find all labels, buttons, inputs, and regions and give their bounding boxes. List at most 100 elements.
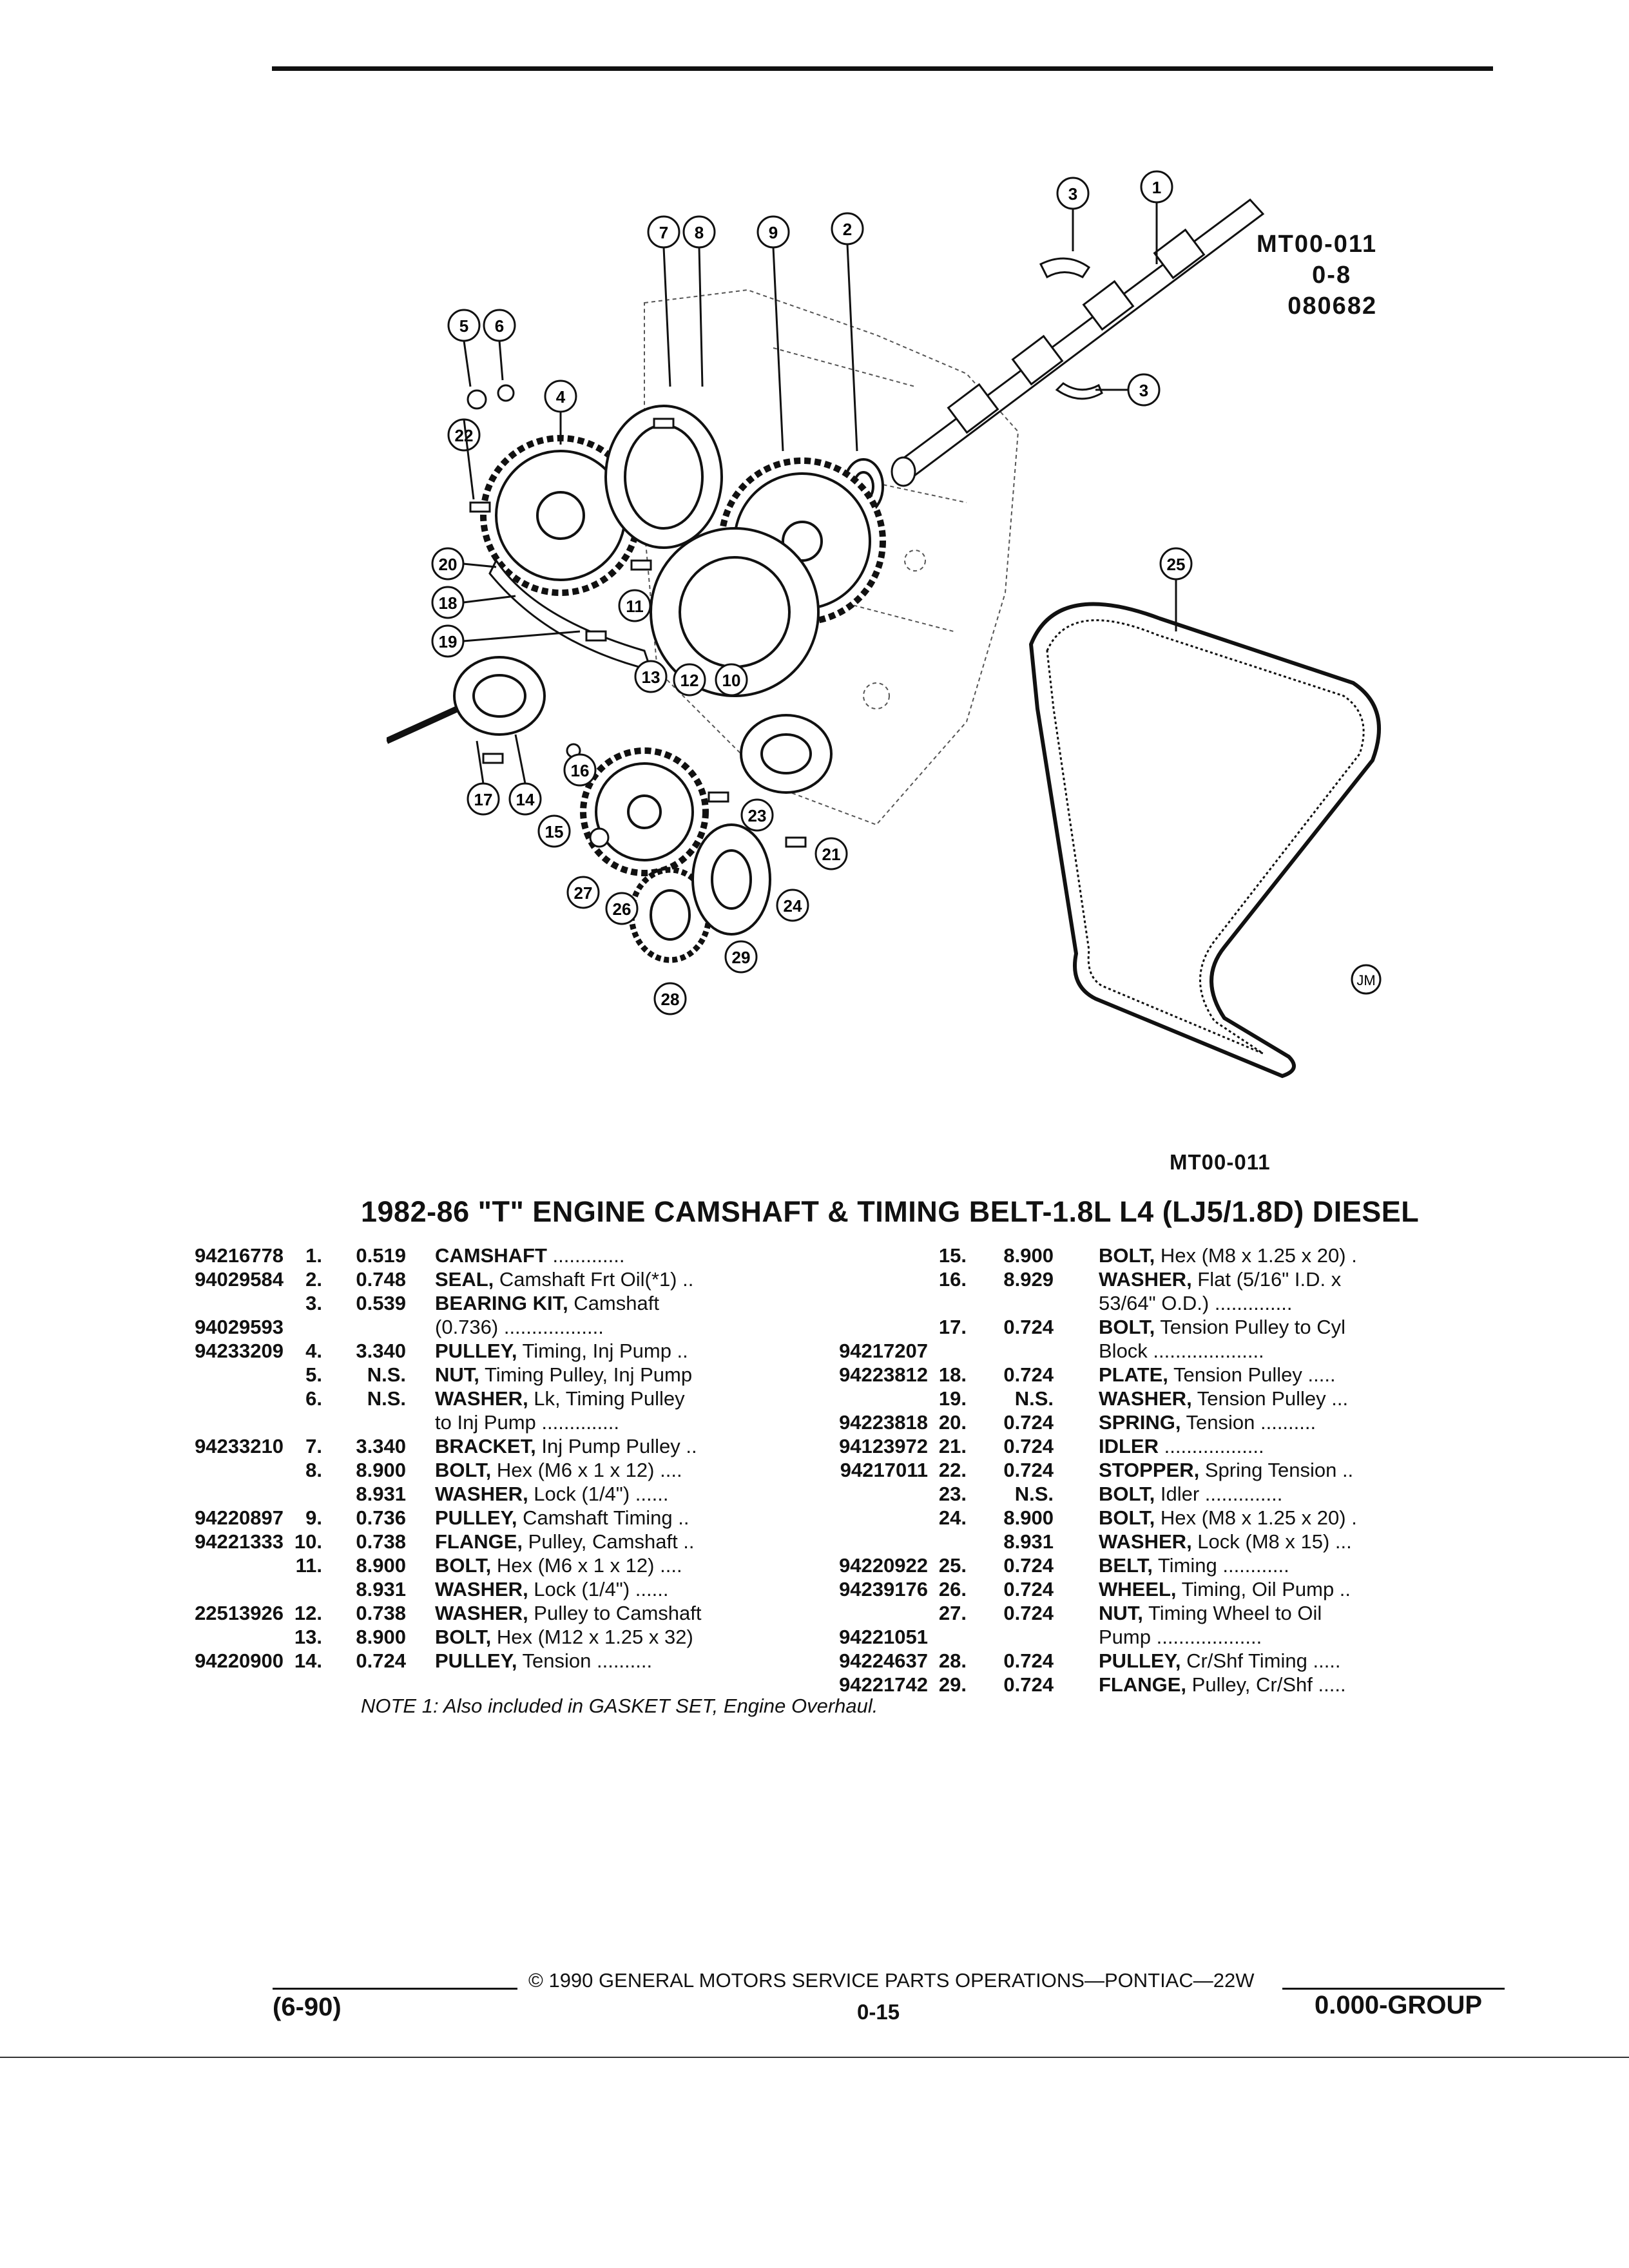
- item-number: 21.: [938, 1435, 967, 1457]
- part-description: PULLEY, Camshaft Timing ..: [435, 1506, 689, 1530]
- callout-27: [566, 876, 600, 909]
- item-number: 16.: [938, 1268, 967, 1291]
- part-name: BEARING KIT,: [435, 1292, 568, 1314]
- item-number: 28.: [938, 1649, 967, 1672]
- callout-11: [618, 589, 651, 622]
- item-number: 25.: [938, 1554, 967, 1577]
- callout-11-label: 11: [626, 597, 644, 616]
- item-number: 20.: [938, 1411, 967, 1434]
- part-description: BELT, Timing ............: [1099, 1553, 1289, 1577]
- item-number: 19.: [938, 1387, 967, 1410]
- part-detail: Pulley to Camshaft: [528, 1602, 702, 1624]
- part-number: 94029584: [195, 1268, 284, 1291]
- group-code: 0.724: [1003, 1649, 1054, 1672]
- part-detail: Timing, Inj Pump ..: [517, 1340, 688, 1362]
- part-description: NUT, Timing Wheel to Oil: [1099, 1601, 1322, 1625]
- part-name: WASHER,: [435, 1578, 528, 1600]
- part-description: to Inj Pump ..............: [435, 1410, 619, 1434]
- callout-23-label: 23: [748, 806, 767, 825]
- part-detail: Pulley, Cr/Shf .....: [1186, 1673, 1346, 1696]
- group-code: 8.900: [356, 1626, 406, 1648]
- oil-pump-wheel: [580, 747, 709, 876]
- part-detail: Hex (M8 x 1.25 x 20) .: [1155, 1244, 1357, 1267]
- callout-28-label: 28: [661, 990, 680, 1009]
- timing-belt: [1028, 602, 1381, 1079]
- part-number: 22513926: [195, 1602, 284, 1624]
- part-detail: Lock (M8 x 15) ...: [1191, 1530, 1352, 1553]
- part-detail: Block ....................: [1099, 1340, 1264, 1362]
- part-name: PULLEY,: [1099, 1649, 1181, 1672]
- callout-2-label: 2: [843, 220, 852, 239]
- callout-29-label: 29: [732, 948, 751, 967]
- group-code: 8.900: [1003, 1244, 1054, 1267]
- figure-code-block: MT00-011 0-8 080682: [1257, 229, 1377, 322]
- part-number: 94221742: [839, 1673, 928, 1696]
- top-rule: [272, 66, 1493, 71]
- group-code: 0.724: [1003, 1459, 1054, 1481]
- item-number: 5.: [305, 1363, 322, 1386]
- callout-10: [715, 663, 748, 697]
- part-detail: Tension Pulley to Cyl: [1155, 1316, 1346, 1338]
- callout-15: [537, 814, 571, 848]
- part-name: NUT,: [1099, 1602, 1143, 1624]
- group-code: 8.900: [356, 1554, 406, 1577]
- part-detail: Spring Tension ..: [1199, 1459, 1354, 1481]
- item-number: 6.: [305, 1387, 322, 1410]
- group-code: N.S.: [1014, 1483, 1054, 1505]
- part-detail: Tension Pulley ...: [1191, 1387, 1349, 1410]
- part-description: CAMSHAFT .............: [435, 1244, 625, 1267]
- part-name: PULLEY,: [435, 1506, 517, 1529]
- part-description: BOLT, Hex (M8 x 1.25 x 20) .: [1099, 1506, 1357, 1530]
- part-name: SPRING,: [1099, 1411, 1181, 1434]
- part-number: 94221333: [195, 1530, 284, 1553]
- part-description: FLANGE, Pulley, Camshaft ..: [435, 1530, 695, 1553]
- callout-22-label: 22: [455, 426, 474, 445]
- part-number: 94233209: [195, 1340, 284, 1362]
- part-number: 94220897: [195, 1506, 284, 1529]
- part-description: PULLEY, Timing, Inj Pump ..: [435, 1339, 688, 1363]
- part-name: WASHER,: [435, 1387, 528, 1410]
- page-number: 0-15: [857, 2000, 900, 2024]
- part-name: BOLT,: [1099, 1316, 1155, 1338]
- callout-4-label: 4: [556, 387, 566, 407]
- part-name: WASHER,: [1099, 1268, 1192, 1291]
- part-description: WASHER, Lock (1/4") ......: [435, 1577, 668, 1601]
- part-description: FLANGE, Pulley, Cr/Shf .....: [1099, 1673, 1346, 1696]
- callout-15-label: 15: [545, 822, 564, 841]
- camshaft: [891, 198, 1265, 487]
- figure-code-line-2: 0-8: [1312, 262, 1352, 289]
- camshaft-flange: [650, 527, 820, 697]
- part-detail: Hex (M8 x 1.25 x 20) .: [1155, 1506, 1357, 1529]
- callout-16: [563, 753, 597, 787]
- bearing-shell-upper: [1039, 257, 1091, 279]
- part-description: WHEEL, Timing, Oil Pump ..: [1099, 1577, 1351, 1601]
- item-number: 13.: [294, 1626, 322, 1648]
- callout-18-label: 18: [439, 593, 458, 613]
- copyright: © 1990 GENERAL MOTORS SERVICE PARTS OPER…: [528, 1969, 1255, 1992]
- part-description: BOLT, Hex (M6 x 1 x 12) ....: [435, 1458, 682, 1482]
- part-description: BOLT, Tension Pulley to Cyl: [1099, 1315, 1345, 1339]
- group-code: 0.738: [356, 1602, 406, 1624]
- figure-code: MT00-011: [1170, 1150, 1271, 1174]
- part-name: BRACKET,: [435, 1435, 536, 1457]
- callout-17-label: 17: [474, 790, 493, 809]
- figure-code-line-1: MT00-011: [1257, 231, 1378, 258]
- part-name: FLANGE,: [1099, 1673, 1187, 1696]
- revision-date: (6-90): [273, 1993, 342, 2021]
- part-description: STOPPER, Spring Tension ..: [1099, 1458, 1353, 1482]
- item-number: 17.: [938, 1316, 967, 1338]
- footer-rule-right: [1282, 1988, 1505, 1990]
- callout-1-label: 1: [1152, 178, 1161, 197]
- group-code: 0.736: [356, 1506, 406, 1529]
- item-number: 3.: [305, 1292, 322, 1314]
- part-detail: Inj Pump Pulley ..: [535, 1435, 697, 1457]
- item-number: 7.: [305, 1435, 322, 1457]
- part-detail: Timing, Oil Pump ..: [1176, 1578, 1351, 1600]
- item-number: 27.: [938, 1602, 967, 1624]
- part-detail: 53/64" O.D.) ..............: [1099, 1292, 1293, 1314]
- part-detail: Flat (5/16" I.D. x: [1191, 1268, 1342, 1291]
- part-description: BOLT, Hex (M8 x 1.25 x 20) .: [1099, 1244, 1357, 1267]
- part-description: 53/64" O.D.) ..............: [1099, 1291, 1292, 1315]
- group-code: 0.738: [356, 1530, 406, 1553]
